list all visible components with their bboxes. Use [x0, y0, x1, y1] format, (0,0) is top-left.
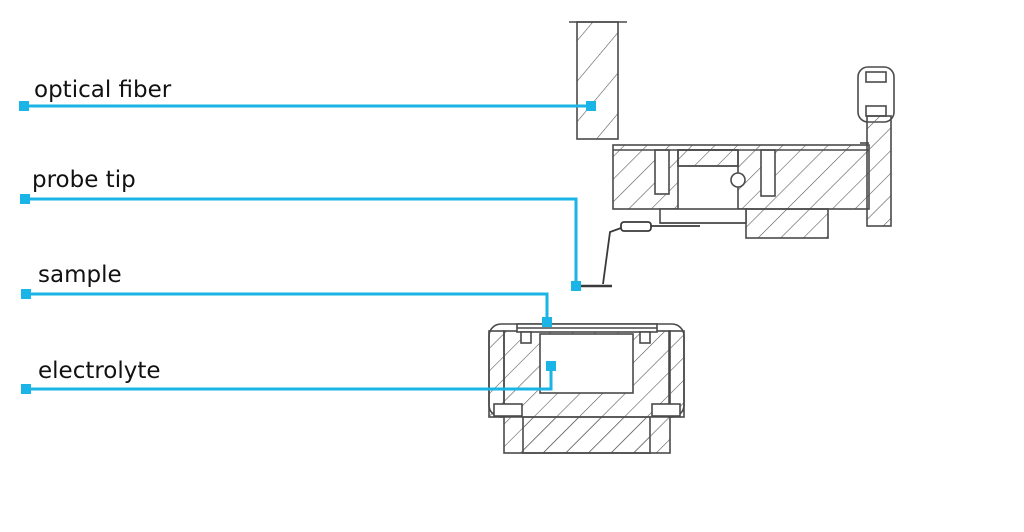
side-clamp: [857, 66, 895, 227]
label-probe-tip: probe tip: [32, 167, 136, 193]
optical-fiber-part: [569, 21, 627, 140]
label-sample: sample: [38, 262, 122, 288]
leader-probe-tip: [20, 194, 581, 291]
leader-electrolyte: [21, 361, 556, 394]
label-electrolyte: electrolyte: [38, 358, 161, 384]
leader-optical-fiber: [19, 101, 596, 111]
sample-cell: [488, 323, 685, 454]
probe-head-block: [612, 144, 870, 239]
label-optical-fiber: optical fiber: [34, 77, 172, 103]
leader-sample: [21, 289, 552, 327]
probe-tip-wire: [580, 221, 700, 288]
